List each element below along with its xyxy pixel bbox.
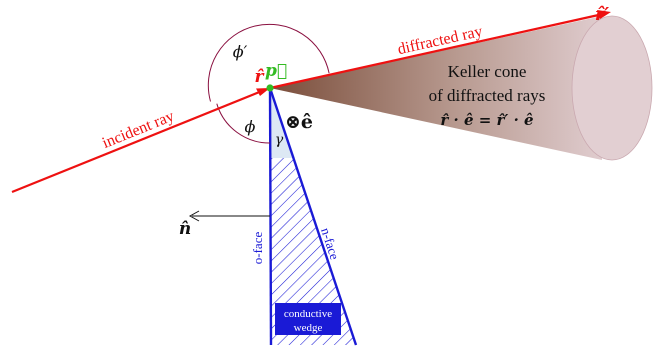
e-hat-label: ⊗ê (285, 111, 313, 133)
n-hat-label: n̂ (179, 219, 191, 239)
phi-prime-arc-visible (207, 23, 330, 102)
cone-equation: r̂ · ê = r̂′ · ê (440, 111, 533, 129)
cone-label-line2: of diffracted rays (429, 86, 546, 105)
phi-label: ϕ (245, 117, 256, 136)
n-face-line (268, 87, 358, 346)
incident-ray (11, 89, 263, 194)
wedge-label-line2: wedge (294, 322, 323, 334)
wedge-label-bg (275, 303, 341, 335)
cone-base-ellipse (571, 15, 653, 161)
incident-ray-arrowhead (256, 88, 270, 96)
o-face-line (268, 87, 273, 346)
wedge-label-line1: conductive (284, 308, 332, 320)
diffracted-ray-arrowhead (597, 10, 611, 19)
phi-prime-label: ϕ′ (233, 42, 248, 61)
r-hat-label: r̂ (255, 67, 265, 87)
phi-arc (216, 103, 271, 144)
normal-vector-arrowhead (188, 210, 200, 222)
gamma-label: γ (275, 132, 284, 148)
diffraction-point (266, 84, 274, 92)
cone-label-line1: Keller cone (448, 62, 527, 81)
diffracted-ray (269, 12, 604, 90)
o-face-label: o-face (250, 232, 265, 265)
keller-cone (270, 16, 602, 160)
p-vec-label: p⃗ (265, 61, 287, 81)
r-hat-prime-label: r̂′ (595, 4, 609, 25)
